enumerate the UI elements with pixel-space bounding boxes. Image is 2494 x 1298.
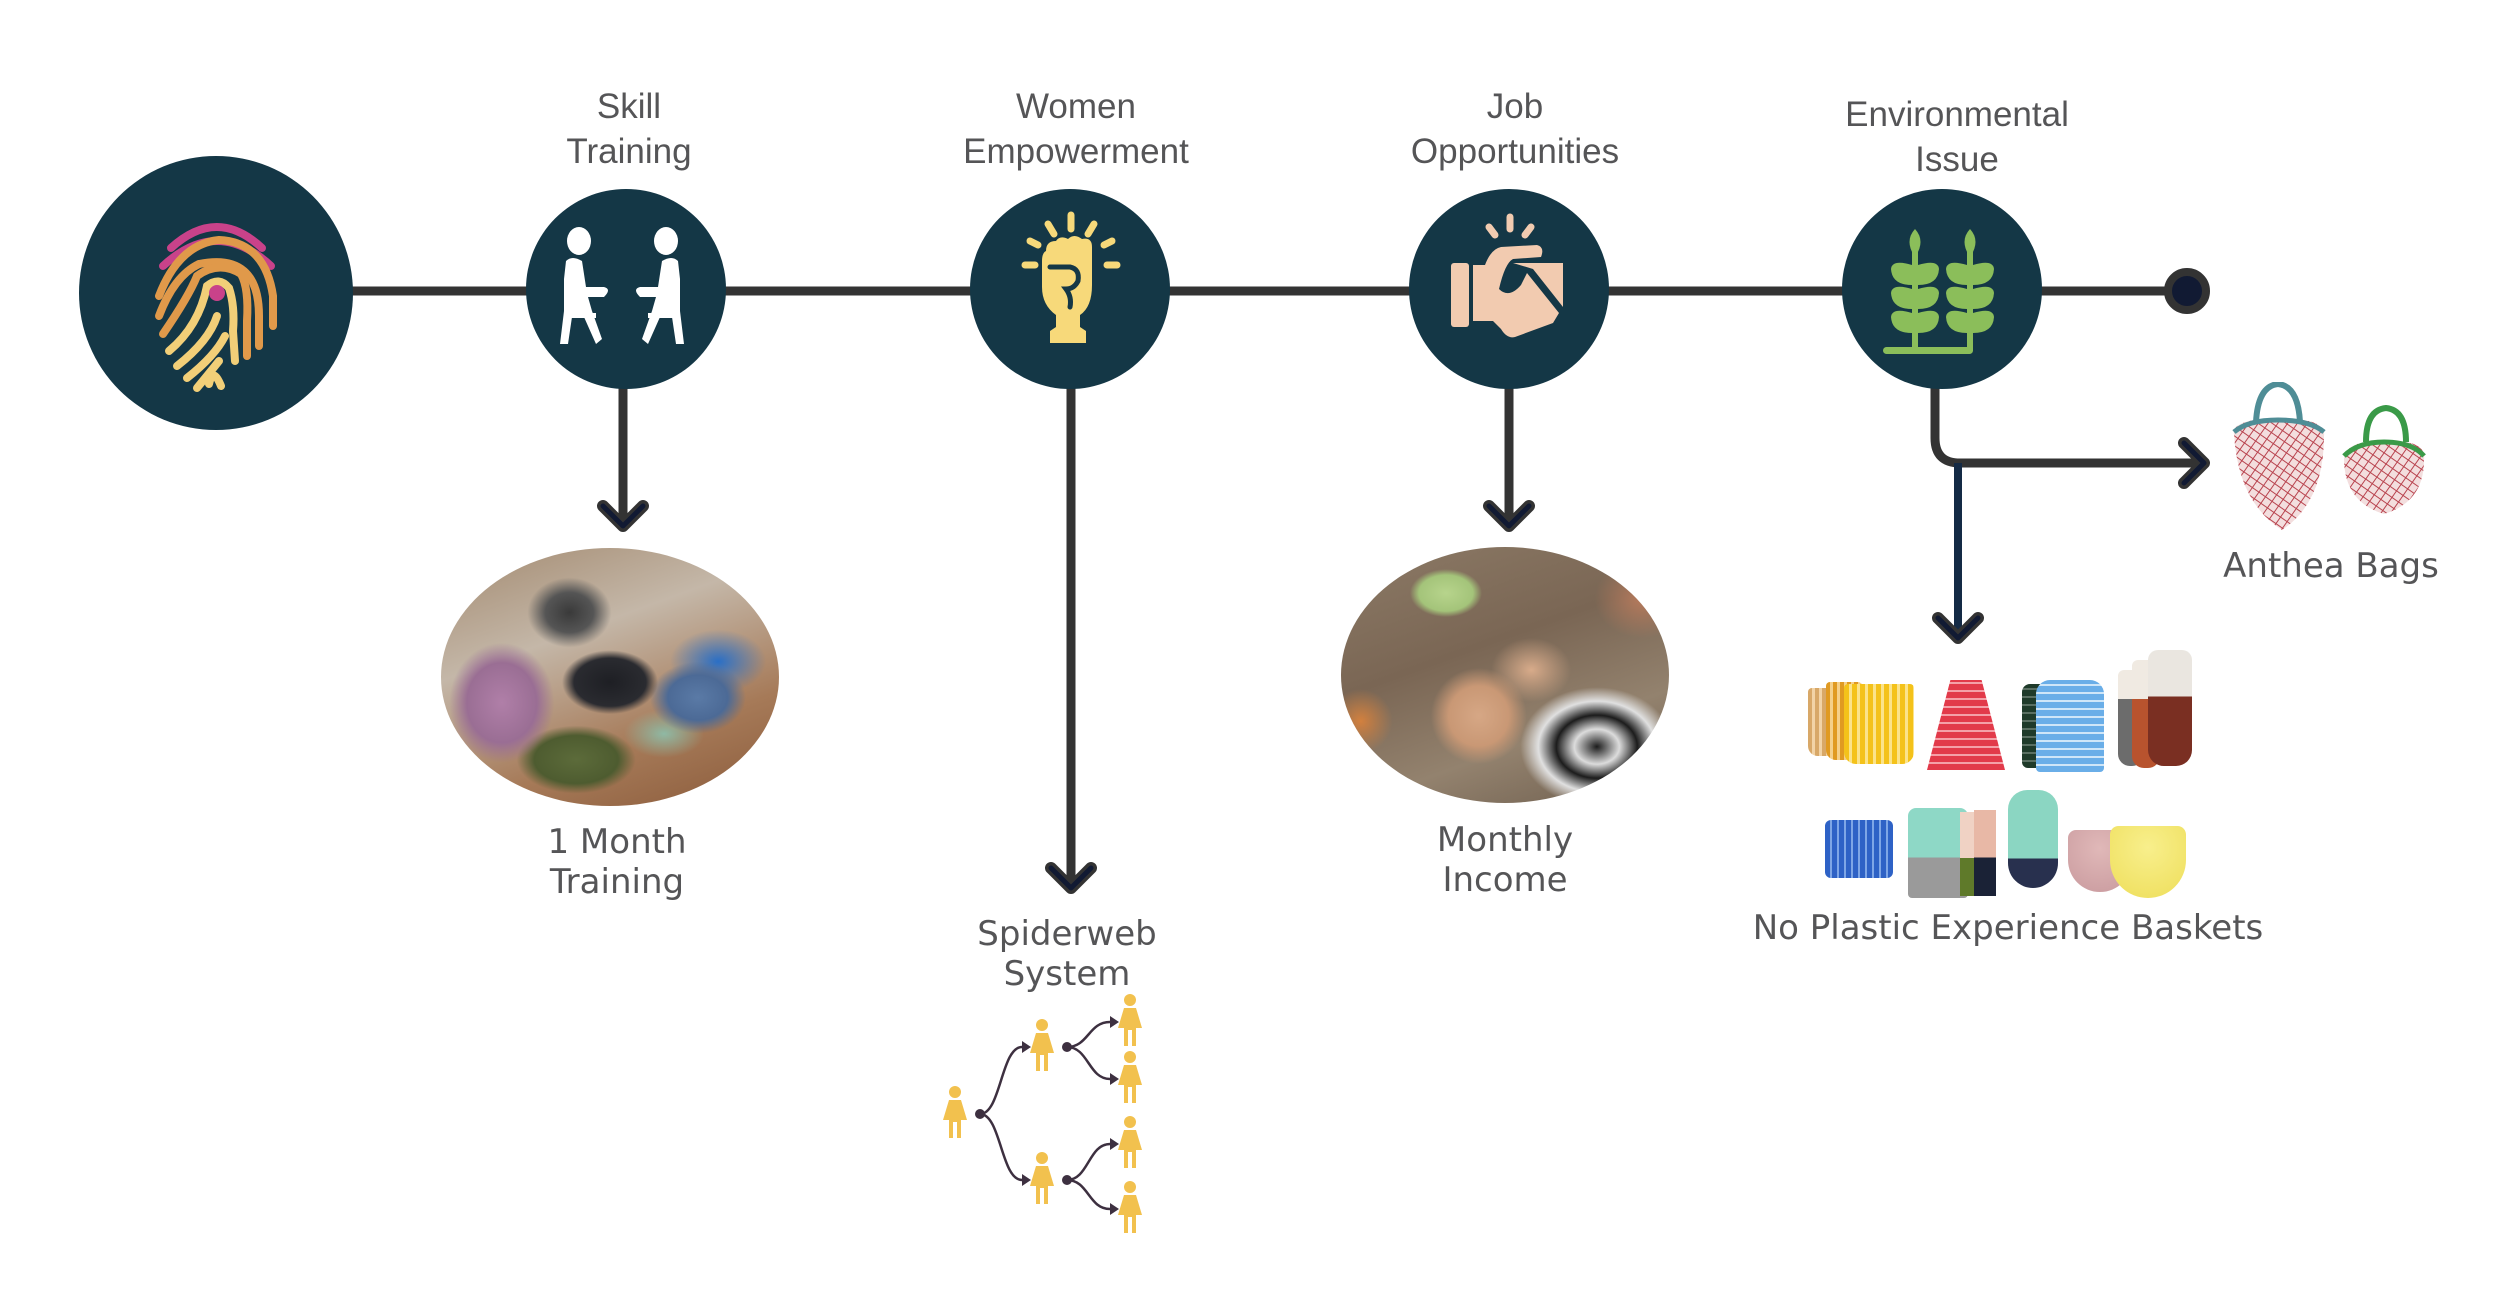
branch-arrow-line	[979, 1112, 1023, 1182]
woman-figure-icon	[1118, 1051, 1142, 1103]
income-photo	[1341, 547, 1669, 803]
stage-title-line: Job	[1486, 87, 1544, 126]
basket-red	[1927, 680, 2005, 770]
stage-title-women: Women Empowerment	[963, 84, 1189, 174]
branch-arrowhead-icon	[1110, 1073, 1119, 1085]
branch-arrow-line	[1066, 1142, 1111, 1182]
outcome-label-spiderweb: Spiderweb System	[977, 914, 1156, 994]
outcome-label-line: Income	[1442, 860, 1568, 900]
woman-figure-icon	[943, 1086, 967, 1138]
stage-title-line: Empowerment	[963, 132, 1189, 171]
outcome-label-training: 1 Month Training	[547, 822, 686, 902]
fingerprint-icon	[155, 223, 277, 392]
end-dot-icon	[2164, 268, 2210, 314]
outcome-label-line: Monthly	[1436, 820, 1574, 860]
people-sitting-icon	[560, 227, 684, 344]
branch-arrow-line	[1066, 1020, 1111, 1049]
baskets-image	[1800, 640, 2200, 900]
woman-figure-icon	[1118, 994, 1142, 1046]
bag-large	[2232, 382, 2326, 530]
basket-olive	[1960, 812, 1976, 896]
stage-title-line: Training	[566, 132, 692, 171]
job-opportunities-node	[1409, 189, 1609, 389]
stage-title-line: Women	[1016, 87, 1136, 126]
woman-figure-icon	[1118, 1181, 1142, 1233]
training-photo	[441, 548, 779, 806]
branch-arrowhead-icon	[1022, 1174, 1031, 1186]
women-empowerment-node	[970, 189, 1170, 389]
handshake-icon	[1451, 213, 1563, 338]
outcome-label-income: Monthly Income	[1437, 820, 1573, 900]
basket-cobalt	[1825, 820, 1893, 878]
env-connector-right	[1930, 380, 2200, 468]
basket-mint-grey	[1908, 808, 1968, 898]
basket-yellow	[1844, 684, 1914, 764]
stage-title-line: Opportunities	[1410, 132, 1620, 171]
environmental-issue-node	[1842, 189, 2042, 389]
bag-small	[2342, 404, 2426, 514]
stage-title-line: Skill	[596, 87, 662, 126]
woman-figure-icon	[1118, 1116, 1142, 1168]
woman-figure-icon	[1030, 1152, 1054, 1204]
plants-icon	[1883, 229, 1994, 354]
outcome-label-line: Spiderweb	[977, 914, 1157, 954]
outcome-label-anthea: Anthea Bags	[2223, 546, 2439, 586]
basket-navy	[1974, 810, 1996, 896]
basket-lemon	[2110, 826, 2186, 898]
branch-arrow-line	[1066, 1178, 1111, 1211]
branch-arrowhead-icon	[1110, 1138, 1119, 1150]
outcome-label-line: System	[1003, 954, 1131, 994]
raised-fist-icon	[1021, 211, 1121, 343]
stage-title-env: Environmental Issue	[1845, 92, 2069, 182]
skill-training-node	[526, 189, 726, 389]
basket-blue	[2036, 680, 2104, 772]
branch-arrow-line	[979, 1045, 1023, 1116]
branch-arrowhead-icon	[1110, 1016, 1119, 1028]
outcome-label-line: No Plastic Experience Baskets	[1752, 908, 2264, 948]
outcome-label-line: Training	[549, 862, 685, 902]
outcome-label-line: 1 Month	[547, 822, 687, 862]
branch-arrow-line	[1066, 1045, 1111, 1081]
branch-arrowhead-icon	[1110, 1203, 1119, 1215]
stage-title-line: Issue	[1915, 140, 1999, 179]
stage-title-job: Job Opportunities	[1411, 84, 1619, 174]
start-node	[79, 156, 353, 430]
basket-brown	[2148, 650, 2192, 766]
outcome-label-line: Anthea Bags	[2223, 546, 2439, 586]
anthea-bags-image	[2232, 382, 2426, 530]
outcome-label-baskets: No Plastic Experience Baskets	[1753, 908, 2264, 948]
spiderweb-diagram	[943, 994, 1142, 1233]
branch-arrowhead-icon	[1022, 1041, 1031, 1053]
basket-hanging-mint	[2008, 790, 2058, 888]
stage-title-skill: Skill Training	[566, 84, 691, 174]
stage-title-line: Environmental	[1845, 95, 2069, 134]
woman-figure-icon	[1030, 1019, 1054, 1071]
